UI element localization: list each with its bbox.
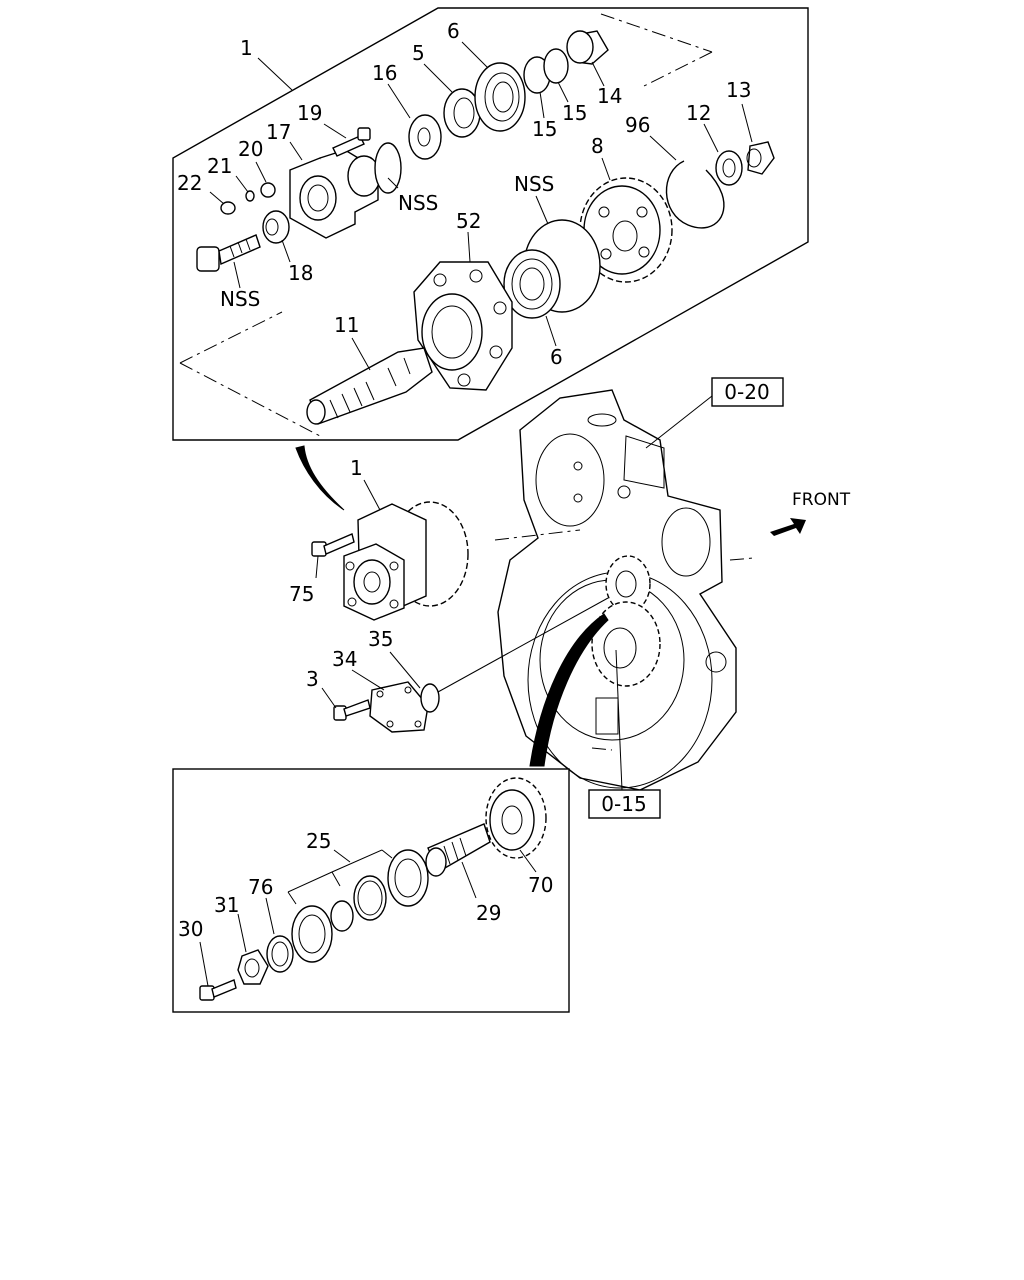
- gear-8: [579, 177, 673, 283]
- label-11: 11: [334, 313, 359, 337]
- label-14: 14: [597, 84, 622, 108]
- label-75: 75: [289, 582, 314, 606]
- curved-arrow-bottom: [529, 613, 609, 767]
- washer-20: [260, 182, 276, 198]
- pto-assembly-1: [343, 501, 469, 621]
- ring-15b: [543, 48, 569, 84]
- front-label: FRONT: [792, 490, 851, 510]
- ring-25-mid: [353, 875, 387, 921]
- label-1-mid: 1: [350, 456, 363, 480]
- label-35: 35: [368, 627, 393, 651]
- label-6-mid: 6: [550, 345, 563, 369]
- sleeve-14: [566, 30, 609, 65]
- label-nss-bolt: NSS: [220, 287, 260, 311]
- label-15b: 15: [562, 101, 587, 125]
- spacer-18: [262, 210, 290, 244]
- bolt-30: [199, 979, 237, 1001]
- bolt-3: [333, 699, 371, 721]
- label-29: 29: [476, 901, 501, 925]
- nut-13: [746, 141, 775, 175]
- label-3: 3: [306, 667, 319, 691]
- label-76: 76: [248, 875, 273, 899]
- label-nss-large-oring: NSS: [514, 172, 554, 196]
- curved-arrow-top: [295, 445, 345, 511]
- washer-12: [715, 150, 743, 186]
- o-ring: [374, 142, 402, 194]
- label-70: 70: [528, 873, 553, 897]
- label-16: 16: [372, 61, 397, 85]
- ref-0-20-label: 0-20: [724, 380, 769, 404]
- washer-21: [245, 190, 255, 202]
- bearing-6-mid: [503, 249, 561, 319]
- label-17: 17: [266, 120, 291, 144]
- nut-22: [220, 201, 236, 215]
- washer-76: [266, 935, 294, 973]
- front-arrow-icon: [770, 518, 806, 536]
- label-96: 96: [625, 113, 650, 137]
- top-exploded-view: [172, 7, 809, 441]
- nut-31: [237, 949, 269, 985]
- label-30: 30: [178, 917, 203, 941]
- label-25: 25: [306, 829, 331, 853]
- label-8: 8: [591, 134, 604, 158]
- label-15a: 15: [532, 117, 557, 141]
- ref-0-15-label: 0-15: [601, 792, 646, 816]
- housing-52: [413, 261, 513, 391]
- label-18: 18: [288, 261, 313, 285]
- ref-box-0-15[interactable]: 0-15: [588, 789, 661, 819]
- shaft-29: [425, 823, 491, 877]
- label-1-top: 1: [240, 36, 253, 60]
- label-19: 19: [297, 101, 322, 125]
- bolt-75: [311, 533, 355, 557]
- bearing-25-right: [387, 849, 429, 907]
- front-indicator: [770, 518, 806, 536]
- bearing-25-left: [291, 905, 333, 963]
- label-22: 22: [177, 171, 202, 195]
- flange-17: [289, 149, 381, 239]
- seal-35: [420, 683, 440, 713]
- part-labels: 1 5 6 16 14 15 15 19 17 20 21 22 96 12 1…: [177, 19, 851, 941]
- label-5: 5: [412, 41, 425, 65]
- cover-34: [369, 681, 429, 733]
- bearing-6-top: [474, 62, 526, 132]
- washer-16: [408, 114, 442, 160]
- label-31: 31: [214, 893, 239, 917]
- ref-box-0-20[interactable]: 0-20: [711, 377, 784, 407]
- leader-lines: [199, 41, 753, 987]
- shaft-11: [306, 347, 433, 425]
- bolt-19: [332, 127, 371, 157]
- snap-ring-96: [665, 160, 725, 229]
- label-21: 21: [207, 154, 232, 178]
- engine-gear-upper: [605, 555, 651, 613]
- label-13: 13: [726, 78, 751, 102]
- bolt: [196, 234, 261, 272]
- engine-gear-lower: [591, 601, 661, 687]
- label-52: 52: [456, 209, 481, 233]
- label-34: 34: [332, 647, 357, 671]
- snap-ring-25: [330, 900, 354, 932]
- label-20: 20: [238, 137, 263, 161]
- label-12: 12: [686, 101, 711, 125]
- label-6-top: 6: [447, 19, 460, 43]
- bottom-exploded-view: [172, 768, 570, 1013]
- gear-70: [485, 777, 547, 859]
- middle-assembly: [295, 389, 755, 791]
- label-nss-oring: NSS: [398, 191, 438, 215]
